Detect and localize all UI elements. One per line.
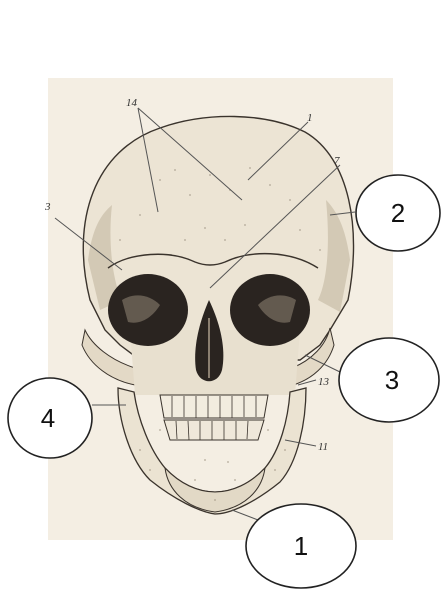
callout-4: 4 xyxy=(8,378,92,458)
callout-2: 2 xyxy=(356,175,440,251)
label-14: 14 xyxy=(126,97,138,109)
label-7: 7 xyxy=(334,155,340,167)
lower-teeth xyxy=(164,420,264,440)
label-3: 3 xyxy=(44,201,51,213)
label-11: 11 xyxy=(318,441,328,453)
callout-3-label: 3 xyxy=(385,365,399,395)
callout-1: 1 xyxy=(246,504,356,588)
callout-2-label: 2 xyxy=(391,198,405,228)
callout-4-label: 4 xyxy=(41,403,55,433)
label-13: 13 xyxy=(318,376,330,388)
label-1: 1 xyxy=(307,112,313,124)
upper-teeth xyxy=(160,395,268,418)
callout-1-label: 1 xyxy=(294,531,308,561)
callout-3: 3 xyxy=(339,338,439,422)
